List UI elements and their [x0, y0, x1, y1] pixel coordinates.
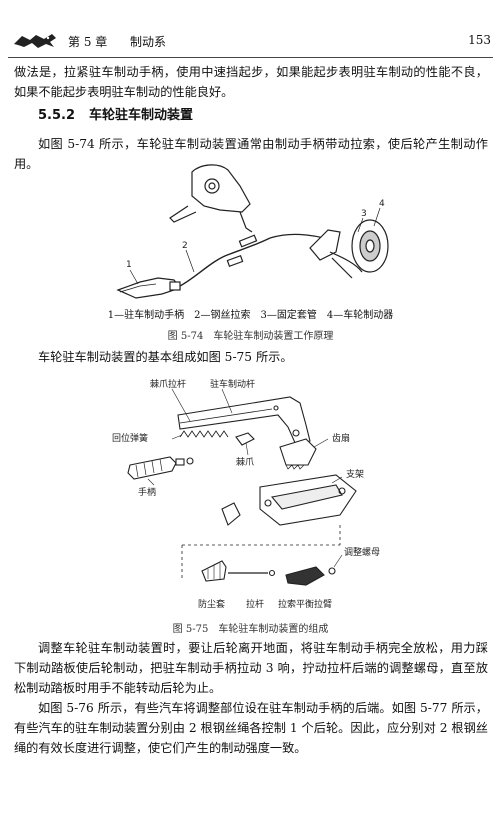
section-number: 5.5.2	[38, 108, 76, 123]
section-title: 车轮驻车制动装置	[89, 108, 194, 123]
figure-5-75: 棘爪拉杆 驻车制动杆 回位弹簧 齿扇 棘爪 支架 手柄 调整螺母 防尘套 拉杆 …	[112, 378, 380, 610]
label-bracket: 支架	[346, 468, 364, 480]
figure-5-75-caption: 图 5-75 车轮驻车制动装置的组成	[172, 624, 329, 635]
callout-3: 3	[361, 209, 367, 219]
page-number: 153	[468, 33, 491, 47]
paragraph-adjust-1: 调整车轮驻车制动装置时，要让后轮离开地面，将驻车制动手柄完全放松，用力踩下制动踏…	[14, 641, 488, 695]
label-adjust-nut: 调整螺母	[344, 546, 380, 558]
label-dust-cover: 防尘套	[198, 598, 225, 610]
label-park-lever: 驻车制动杆	[210, 378, 255, 390]
callout-4: 4	[379, 199, 385, 209]
paragraph-intro: 做法是，拉紧驻车制动手柄，使用中速挡起步，如果能起步表明驻车制动的性能不良，如果…	[14, 65, 488, 99]
paragraph-fig75-ref: 车轮驻车制动装置的基本组成如图 5-75 所示。	[38, 350, 293, 364]
label-pawl: 棘爪	[236, 457, 254, 468]
callout-2: 2	[182, 241, 188, 251]
figure-5-74-legend: 1—驻车制动手柄 2—钢丝拉索 3—固定套管 4—车轮制动器	[107, 310, 394, 321]
chapter-title: 制动系	[130, 35, 167, 49]
label-pull-rod: 拉杆	[246, 598, 264, 610]
label-pawl-rod: 棘爪拉杆	[150, 378, 186, 390]
label-balance-arm: 拉索平衡拉臂	[278, 598, 332, 610]
label-return-spring: 回位弹簧	[112, 432, 148, 444]
chapter-label: 第 5 章	[68, 35, 108, 49]
paragraph-fig74-ref: 如图 5-74 所示，车轮驻车制动装置通常由制动手柄带动拉索，使后轮产生制动作用…	[14, 137, 488, 171]
section-heading: 5.5.2 车轮驻车制动装置	[38, 104, 193, 123]
label-handle: 手柄	[138, 486, 156, 498]
callout-1: 1	[126, 260, 132, 270]
page-header: 第 5 章 制动系 153	[8, 30, 493, 58]
figure-5-74: 1 2 3 4	[116, 164, 389, 299]
paragraph-adjust-2: 如图 5-76 所示，有些汽车将调整部位设在驻车制动手柄的后端。如图 5-77 …	[14, 701, 488, 755]
header-rule	[8, 57, 493, 58]
publisher-logo-icon	[14, 34, 56, 48]
label-sector: 齿扇	[332, 432, 350, 444]
figure-5-74-caption: 图 5-74 车轮驻车制动装置工作原理	[167, 331, 334, 342]
